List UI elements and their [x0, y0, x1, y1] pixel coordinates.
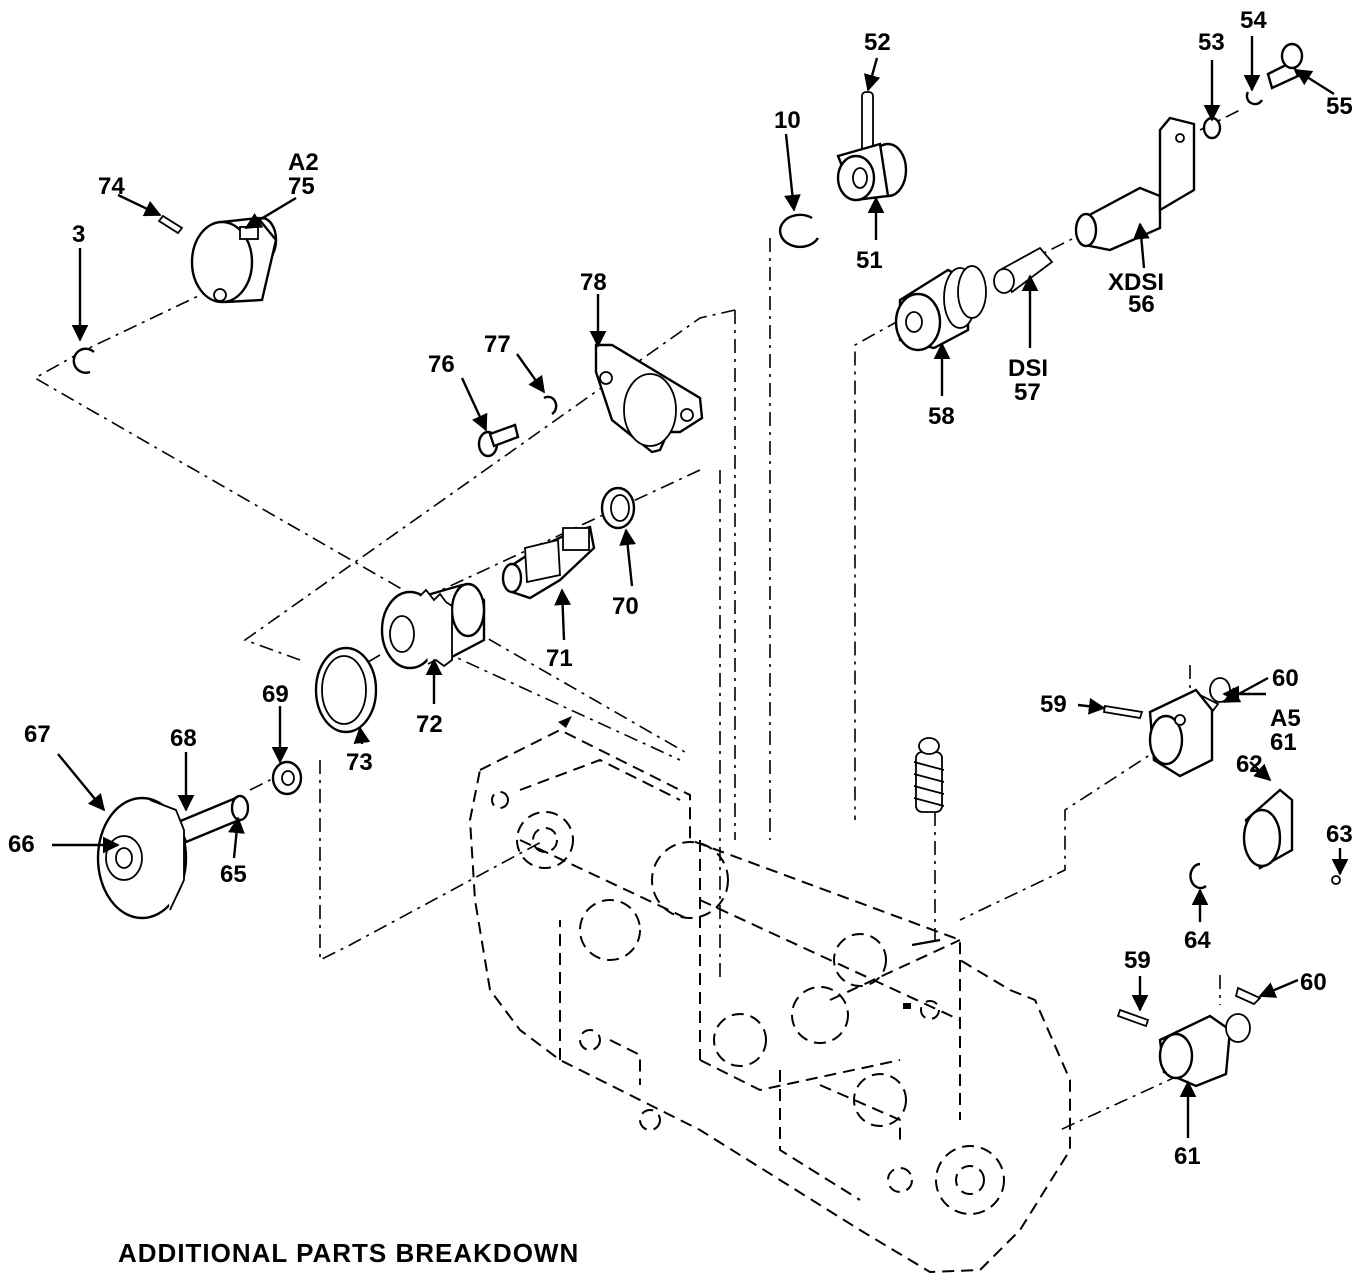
diagram-caption: ADDITIONAL PARTS BREAKDOWN [118, 1238, 579, 1268]
part-3-retaining-ring [72, 347, 95, 374]
part-64-retaining-ring [1189, 862, 1207, 890]
callout-52: 52 [864, 29, 891, 56]
part-72-sprocket [380, 582, 486, 670]
callout-71: 71 [546, 645, 573, 672]
callout-65: 65 [220, 861, 247, 888]
part-54-lockwasher [1245, 91, 1264, 106]
callout-61-lower: 61 [1174, 1143, 1201, 1170]
part-77-lockwasher [543, 395, 558, 416]
housing-dashed-outline [468, 716, 1071, 1274]
callout-64: 64 [1184, 927, 1211, 954]
part-59-pin-lower [1116, 1008, 1150, 1028]
callout-a5: A5 [1270, 705, 1301, 732]
callout-69: 69 [262, 681, 289, 708]
callout-63: 63 [1326, 821, 1353, 848]
part-69-washer [271, 760, 303, 796]
callout-54: 54 [1240, 7, 1267, 34]
callout-3: 3 [72, 221, 85, 248]
part-61-lower-assembly [1158, 1013, 1251, 1088]
part-63-pin [1331, 875, 1341, 885]
spring-post [913, 737, 945, 813]
part-59-pin-upper [1102, 704, 1144, 720]
callout-10: 10 [774, 107, 801, 134]
part-58-knob [894, 265, 987, 352]
part-76-screw [477, 423, 520, 458]
part-56-lampholder [1074, 116, 1196, 252]
callout-60-upper: 60 [1272, 665, 1299, 692]
part-74-pin [157, 214, 184, 235]
callout-74: 74 [98, 173, 125, 200]
part-57-lamp [993, 246, 1054, 294]
part-62-cam [1242, 788, 1294, 870]
callout-53: 53 [1198, 29, 1225, 56]
part-75-collar [190, 216, 278, 304]
part-78-bracket [594, 343, 704, 454]
part-61-a5-assembly [1148, 677, 1231, 778]
callout-62: 62 [1236, 751, 1263, 778]
callout-68: 68 [170, 725, 197, 752]
callout-70: 70 [612, 593, 639, 620]
callout-77: 77 [484, 331, 511, 358]
part-71-shaft [501, 525, 596, 600]
part-52-pin [861, 91, 874, 153]
callout-57: 57 [1014, 379, 1041, 406]
callout-59-upper: 59 [1040, 691, 1067, 718]
part-55-screw [1266, 42, 1304, 90]
part-60-screw-lower [1234, 986, 1262, 1006]
callout-76: 76 [428, 351, 455, 378]
callout-51: 51 [856, 247, 883, 274]
part-67-gear [96, 796, 188, 920]
callout-67: 67 [24, 721, 51, 748]
callout-72: 72 [416, 711, 443, 738]
callout-ds1: DSI [1008, 355, 1048, 382]
part-51-collar [836, 142, 908, 202]
callout-56: 56 [1128, 291, 1155, 318]
callout-59-lower: 59 [1124, 947, 1151, 974]
callout-66: 66 [8, 831, 35, 858]
part-73-ring [314, 646, 378, 734]
callout-a2: A2 [288, 149, 319, 176]
callout-55: 55 [1326, 93, 1353, 120]
part-70-washer [600, 486, 636, 530]
callout-61-upper: 61 [1270, 729, 1297, 756]
callout-73: 73 [346, 749, 373, 776]
callout-75: 75 [288, 173, 315, 200]
callout-58: 58 [928, 403, 955, 430]
part-10-retaining-ring [778, 213, 820, 249]
callout-xds1: XDSI [1108, 269, 1164, 296]
callout-labels: 3 74 A2 75 78 76 77 70 71 72 73 69 65 68… [8, 7, 1353, 1170]
callout-60-lower: 60 [1300, 969, 1327, 996]
leader-arrows [52, 36, 1349, 1138]
part-53-nut [1202, 116, 1222, 140]
callout-78: 78 [580, 269, 607, 296]
